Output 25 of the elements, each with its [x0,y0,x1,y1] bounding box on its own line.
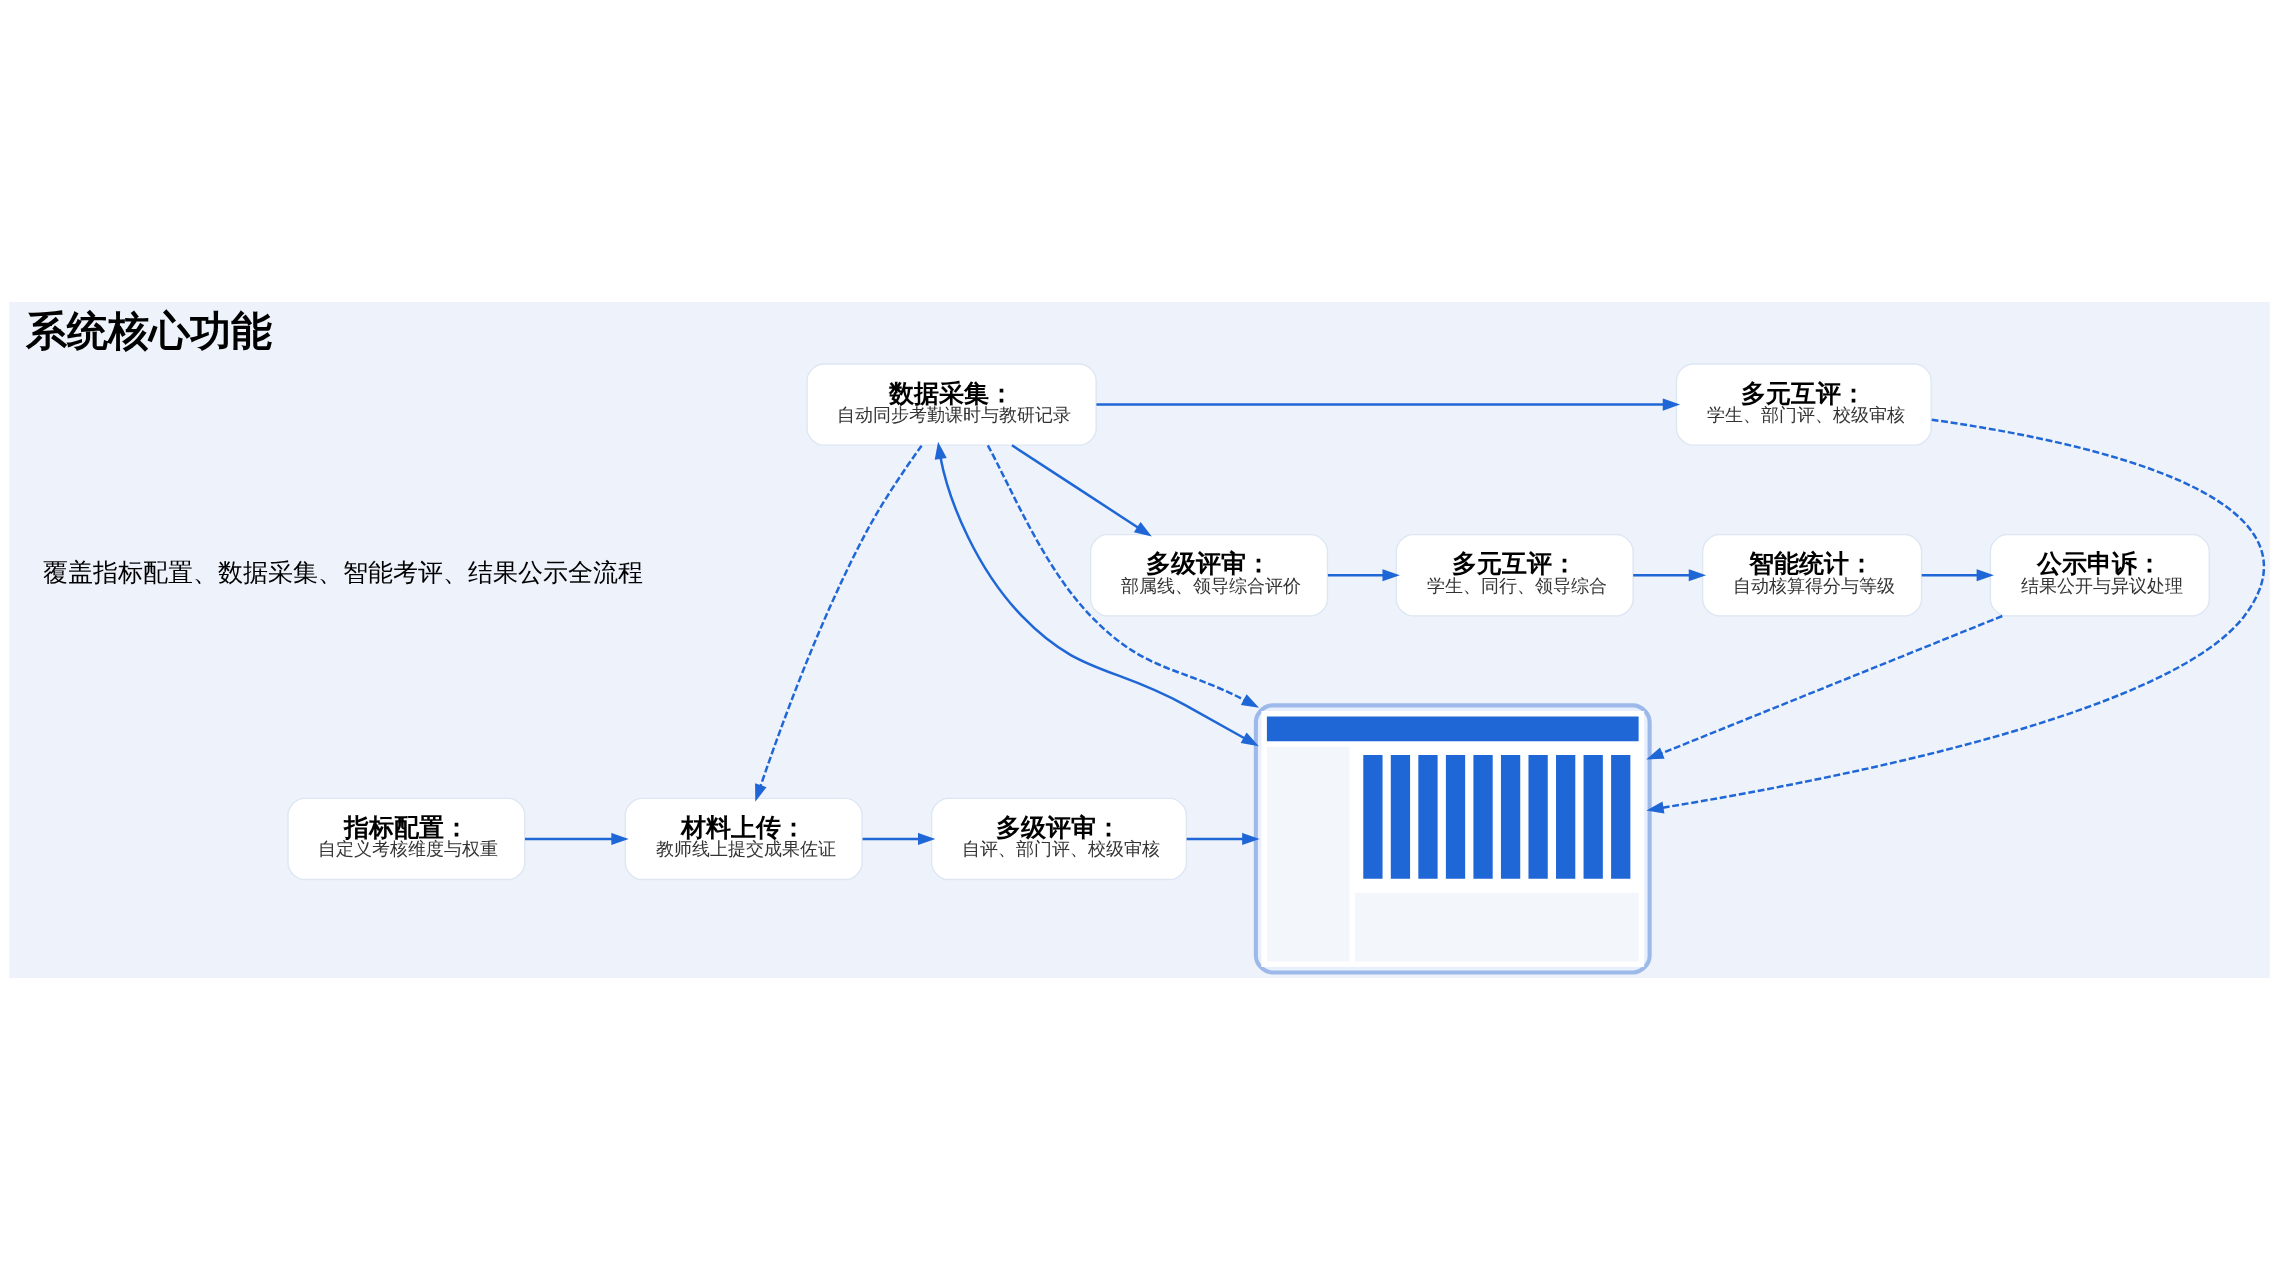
arrow [1096,398,1681,411]
node-box: 多级评审： 部属线、领导综合评价 [1090,534,1329,617]
arrow [1921,569,1994,582]
arrow [1646,418,2265,814]
label: 覆盖指标配置、数据采集、智能考评、结果公示全流程 [43,558,644,588]
arrow [1327,569,1400,582]
node-picture [1253,703,1652,975]
node-box: 智能统计： 自动核算得分与等级 [1701,534,1923,617]
arrow [986,444,1260,708]
node-box: 数据采集： 自动同步考勤课时与教研记录 [806,363,1097,446]
arrow [934,441,1259,747]
node-box: 多级评审： 自评、部门评、校级审核 [930,797,1188,881]
arrow [1011,444,1152,537]
arrow [1633,569,1707,582]
node-box: 材料上传： 教师线上提交成果佐证 [624,797,863,881]
arrow [1646,614,2003,760]
arrow [1186,832,1260,846]
node-box: 指标配置： 自定义考核维度与权重 [287,797,526,881]
arrow [525,832,629,846]
diagram-title: 系统核心功能 [25,306,272,355]
node-box: 公示申诉： 结果公开与异议处理 [1989,534,2210,617]
arrow [755,445,923,802]
node-box: 多元互评： 学生、同行、领导综合 [1395,534,1634,617]
arrow [862,832,936,846]
node-box: 多元互评： 学生、部门评、校级审核 [1675,363,1932,446]
